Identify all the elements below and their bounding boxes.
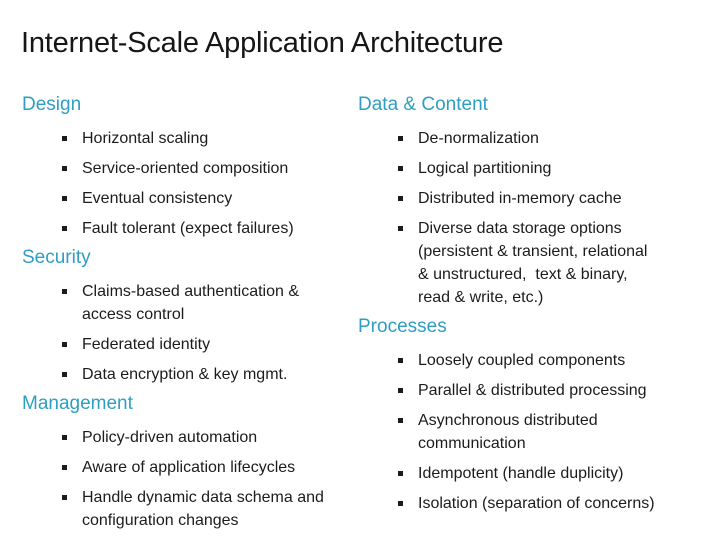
bullet-text: Diverse data storage options (persistent… <box>418 220 648 306</box>
bullet-item: Aware of application lifecycles <box>22 456 358 479</box>
bullet-text: Claims-based authentication & access con… <box>82 283 300 323</box>
bullet-item: Distributed in-memory cache <box>358 187 702 210</box>
square-bullet-icon <box>398 418 403 423</box>
square-bullet-icon <box>62 136 67 141</box>
section-heading: Security <box>22 247 91 268</box>
bullet-item: Horizontal scaling <box>22 127 358 150</box>
bullet-text: Asynchronous distributed communication <box>418 412 598 452</box>
bullet-item: Handle dynamic data schema and configura… <box>22 486 358 532</box>
bullet-text: Aware of application lifecycles <box>82 459 296 476</box>
bullet-item: Parallel & distributed processing <box>358 379 702 402</box>
bullet-text: Idempotent (handle duplicity) <box>418 465 624 482</box>
bullet-text: Data encryption & key mgmt. <box>82 366 288 383</box>
square-bullet-icon <box>62 372 67 377</box>
bullet-text: Policy-driven automation <box>82 429 258 446</box>
square-bullet-icon <box>398 471 403 476</box>
bullet-text: Distributed in-memory cache <box>418 190 622 207</box>
bullet-text: De-normalization <box>418 130 539 147</box>
bullet-item: Diverse data storage options (persistent… <box>358 217 702 309</box>
square-bullet-icon <box>398 226 403 231</box>
section-heading: Design <box>22 94 82 115</box>
bullet-text: Fault tolerant (expect failures) <box>82 220 294 237</box>
bullet-text: Federated identity <box>82 336 211 353</box>
square-bullet-icon <box>398 136 403 141</box>
bullet-text: Logical partitioning <box>418 160 552 177</box>
square-bullet-icon <box>62 289 67 294</box>
bullet-item: Isolation (separation of concerns) <box>358 492 702 515</box>
bullet-text: Isolation (separation of concerns) <box>418 495 655 512</box>
square-bullet-icon <box>62 166 67 171</box>
bullet-item: Idempotent (handle duplicity) <box>358 462 702 485</box>
bullet-item: Loosely coupled components <box>358 349 702 372</box>
square-bullet-icon <box>62 435 67 440</box>
bullet-item: Asynchronous distributed communication <box>358 409 702 455</box>
bullet-list: Claims-based authentication & access con… <box>22 280 358 386</box>
square-bullet-icon <box>62 495 67 500</box>
bullet-item: Federated identity <box>22 333 358 356</box>
bullet-item: Fault tolerant (expect failures) <box>22 217 358 240</box>
bullet-text: Handle dynamic data schema and configura… <box>82 489 324 529</box>
section-heading: Management <box>22 393 133 414</box>
bullet-text: Eventual consistency <box>82 190 233 207</box>
bullet-item: Policy-driven automation <box>22 426 358 449</box>
bullet-text: Parallel & distributed processing <box>418 382 647 399</box>
square-bullet-icon <box>398 196 403 201</box>
square-bullet-icon <box>398 388 403 393</box>
bullet-item: Service-oriented composition <box>22 157 358 180</box>
bullet-text: Loosely coupled components <box>418 352 626 369</box>
bullet-item: Logical partitioning <box>358 157 702 180</box>
square-bullet-icon <box>62 196 67 201</box>
bullet-item: Eventual consistency <box>22 187 358 210</box>
section-heading: Processes <box>358 316 447 337</box>
square-bullet-icon <box>398 358 403 363</box>
section-heading: Data & Content <box>358 94 488 115</box>
square-bullet-icon <box>398 166 403 171</box>
square-bullet-icon <box>62 465 67 470</box>
bullet-text: Horizontal scaling <box>82 130 209 147</box>
square-bullet-icon <box>398 501 403 506</box>
square-bullet-icon <box>62 342 67 347</box>
bullet-item: De-normalization <box>358 127 702 150</box>
bullet-item: Claims-based authentication & access con… <box>22 280 358 326</box>
square-bullet-icon <box>62 226 67 231</box>
slide-title: Internet-Scale Application Architecture <box>21 27 504 59</box>
bullet-text: Service-oriented composition <box>82 160 289 177</box>
bullet-item: Data encryption & key mgmt. <box>22 363 358 386</box>
